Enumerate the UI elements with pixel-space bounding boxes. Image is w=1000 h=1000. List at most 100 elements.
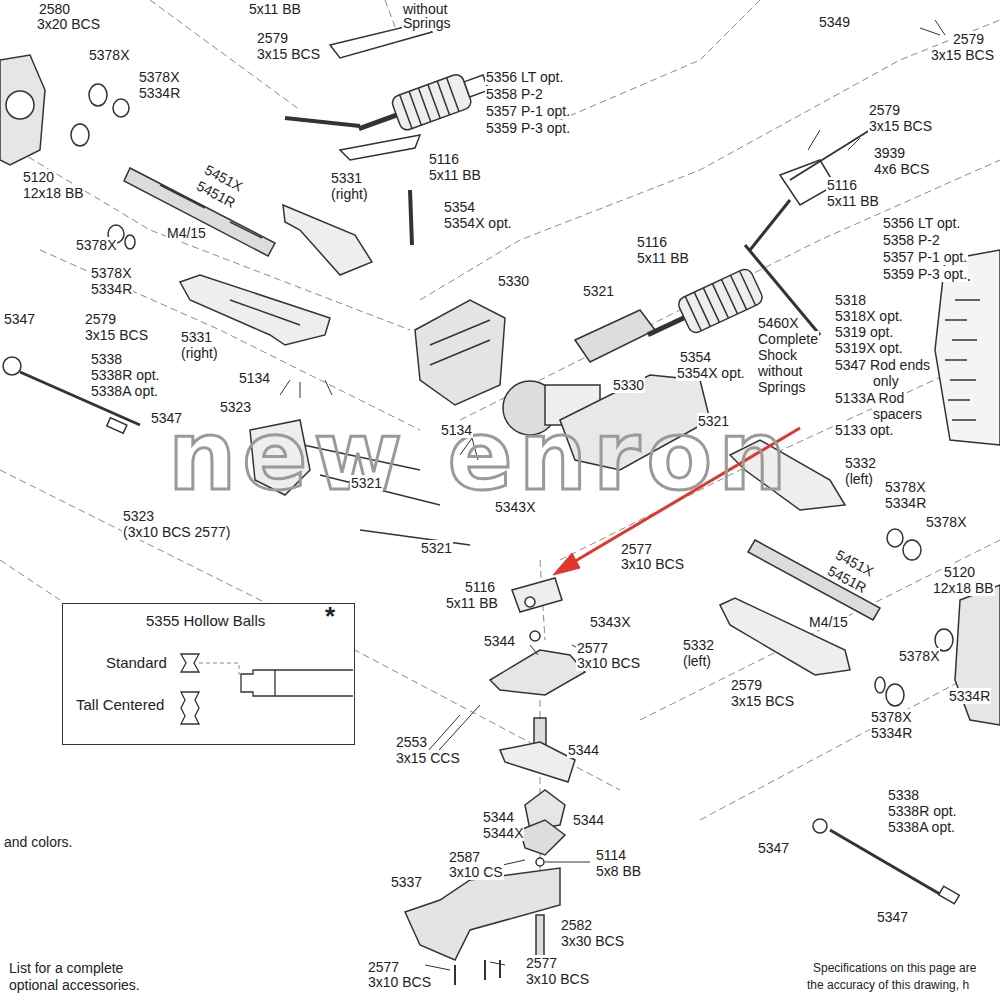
callout-number: 5334R <box>870 725 913 741</box>
callout-number: 5323 <box>122 508 155 524</box>
callout-number: 5x8 BB <box>595 863 642 879</box>
callout-number: 5321 <box>350 475 383 491</box>
callout-number: 5347 <box>150 410 183 426</box>
callout-number: 5338A opt. <box>887 819 956 835</box>
callout-number: 3x20 BCS <box>36 16 101 32</box>
callout-number: 5344 <box>482 809 515 825</box>
callout-number: without <box>757 363 803 379</box>
callout-number: (3x10 BCS 2577) <box>122 524 231 540</box>
callout-number: 5338R opt. <box>887 803 958 819</box>
callout-number: 5347 <box>3 311 36 327</box>
callout-number: 5323 <box>219 399 252 415</box>
callout-number: 2577 <box>367 959 400 975</box>
callout-number: 3x10 BCS <box>367 974 432 990</box>
callout-number: 5330 <box>497 273 530 289</box>
callout-number: 5338 <box>887 787 920 803</box>
callout-number: 3x15 BCS <box>930 47 995 63</box>
callout-number: the accuracy of this drawing, h <box>806 978 970 992</box>
box-title: 5355 Hollow Balls <box>146 612 265 629</box>
callout-number: 5349 <box>818 14 851 30</box>
callout-number: 5321 <box>420 540 453 556</box>
callout-number: 5133 opt. <box>834 422 894 438</box>
callout-number: 5357 P-1 opt. <box>485 103 571 119</box>
callout-number: 5378X <box>90 265 132 281</box>
callout-number: 5378X <box>138 69 180 85</box>
callout-number: 5321 <box>582 283 615 299</box>
callout-number: 5338 <box>90 351 123 367</box>
callout-number: 5319X opt. <box>834 340 904 356</box>
callout-number: M4/15 <box>808 614 849 630</box>
callout-number: 5334R <box>948 688 991 704</box>
callout-number: M4/15 <box>166 225 207 241</box>
callout-number: 3x15 CCS <box>395 750 461 766</box>
callout-number: only <box>872 373 900 389</box>
callout-number: 5334R <box>90 281 133 297</box>
callout-number: 5331 <box>180 329 213 345</box>
callout-number: 5358 P-2 <box>485 86 544 102</box>
callout-number: 5354 <box>443 199 476 215</box>
callout-number: Springs <box>757 379 806 395</box>
callout-number: 5378X <box>925 514 967 530</box>
callout-number: 3x10 BCS <box>620 556 685 572</box>
callout-number: 5x11 BB <box>636 250 690 266</box>
callout-number: (left) <box>682 653 712 669</box>
callout-number: 5318X opt. <box>834 308 904 324</box>
callout-number: 5114 <box>595 847 627 863</box>
callout-number: 5344X <box>482 825 524 841</box>
callout-number: 5358 P-2 <box>882 232 941 248</box>
callout-number: 2580 <box>38 1 71 17</box>
asterisk: * <box>325 602 335 630</box>
callout-number: 5378X <box>898 648 940 664</box>
callout-number: Springs <box>402 15 451 31</box>
callout-number: 2587 <box>448 849 481 865</box>
callout-number: 5378X <box>75 237 117 253</box>
callout-number: 5x11 BB <box>428 167 482 183</box>
callout-number: 5337 <box>390 874 423 890</box>
callout-number: 5116 <box>826 177 858 193</box>
callout-number: 5x11 BB <box>248 1 302 17</box>
callout-number: 5378X <box>884 479 926 495</box>
callout-number: 12x18 BB <box>932 580 995 596</box>
callout-number: 3x10 BCS <box>576 655 641 671</box>
callout-number: 5338R opt. <box>90 367 161 383</box>
callout-number: 3x10 CS <box>448 864 504 880</box>
callout-number: 5133A Rod <box>834 390 905 406</box>
option-name: Standard <box>106 654 167 671</box>
callout-number: 5344 <box>572 812 605 828</box>
callout-number: 5334R <box>884 495 927 511</box>
callout-number: 2579 <box>256 30 289 46</box>
callout-number: 5338A opt. <box>90 383 159 399</box>
callout-number: 5330 <box>612 377 645 393</box>
callout-number: 5331 <box>330 170 363 186</box>
callout-number: Specifications on this page are <box>812 961 977 975</box>
callout-number: 5134 <box>440 422 473 438</box>
callout-number: 4x6 BCS <box>873 161 930 177</box>
callout-number: 5x11 BB <box>445 595 499 611</box>
callout-number: 2582 <box>560 917 593 933</box>
callout-number: and colors. <box>3 834 73 850</box>
callout-number: 5354X opt. <box>443 215 513 231</box>
inset-box: 5355 Hollow Balls * StandardTall Centered <box>62 603 355 745</box>
callout-number: 5321 <box>697 413 730 429</box>
callout-number: 5378X <box>88 47 130 63</box>
callout-number: 5344 <box>567 742 600 758</box>
callout-number: 5318 <box>834 292 867 308</box>
callout-number: 12x18 BB <box>22 185 85 201</box>
callout-number: 5116 <box>428 151 460 167</box>
callout-number: 5319 opt. <box>834 324 894 340</box>
callout-number: 3x30 BCS <box>560 933 625 949</box>
callout-number: spacers <box>872 406 923 422</box>
callout-number: 5334R <box>138 85 181 101</box>
callout-number: 5359 P-3 opt. <box>882 266 968 282</box>
callout-number: 5120 <box>22 169 55 185</box>
option-name: Tall Centered <box>76 696 164 713</box>
callout-number: 5354X opt. <box>676 365 746 381</box>
callout-number: 3x15 BCS <box>730 693 795 709</box>
callout-number: 5347 <box>757 840 790 856</box>
callout-number: 5120 <box>943 564 976 580</box>
callout-number: 2553 <box>395 734 428 750</box>
callout-number: 2577 <box>525 955 558 971</box>
callout-number: 5460X <box>757 315 799 331</box>
callout-number: 5356 LT opt. <box>882 215 961 231</box>
